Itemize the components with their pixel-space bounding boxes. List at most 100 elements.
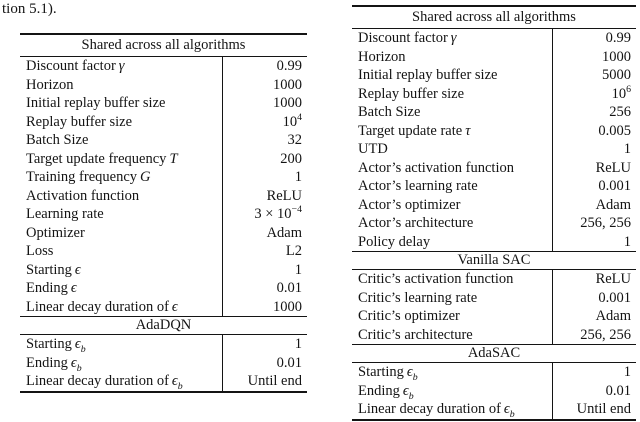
param-value-text: 256, 256 xyxy=(580,215,631,231)
param-value-text: Adam xyxy=(595,308,631,324)
param-value-text: 0.001 xyxy=(598,178,631,194)
param-label-text: Ending xyxy=(358,382,400,399)
param-value-text: 1 xyxy=(294,261,302,278)
param-label: Learning rate xyxy=(20,205,222,224)
param-value: Until end xyxy=(552,400,636,419)
param-label-text: Initial replay buffer size xyxy=(358,67,498,83)
param-value-text: 3 × 10 xyxy=(254,206,292,222)
param-value: Adam xyxy=(552,195,636,214)
param-label: Actor’s learning rate xyxy=(352,177,552,196)
param-value: Until end xyxy=(222,372,307,391)
param-value: 0.01 xyxy=(222,279,307,298)
param-label-text: Linear decay duration of xyxy=(26,298,169,315)
param-value-superscript: 6 xyxy=(626,84,631,95)
param-label: Critic’s optimizer xyxy=(352,307,552,326)
param-label-text: Batch Size xyxy=(26,132,89,148)
param-label-text: Batch Size xyxy=(358,104,421,120)
param-math-symbol: ϵ xyxy=(171,373,178,389)
param-math-symbol: ϵ xyxy=(74,336,81,352)
param-label: Activation function xyxy=(20,187,222,206)
param-value-text: 0.99 xyxy=(276,58,302,74)
section-header: AdaSAC xyxy=(352,344,636,363)
param-label-text: Policy delay xyxy=(358,233,431,250)
param-value-text: 1 xyxy=(294,169,302,185)
table-row: Actor’s learning rate 0.001 xyxy=(352,177,636,196)
param-label: Horizon xyxy=(352,48,552,67)
param-label-text: Activation function xyxy=(26,187,140,204)
param-math-symbol: T xyxy=(169,150,178,167)
param-math-subscript: b xyxy=(80,343,86,354)
param-label: Batch Size xyxy=(352,103,552,122)
param-value: 104 xyxy=(222,112,307,131)
param-value-text: 0.001 xyxy=(598,289,631,306)
param-label-text: Discount factor xyxy=(358,30,448,46)
param-math-symbol: ϵ xyxy=(70,280,77,296)
param-math-subscript: b xyxy=(408,390,414,400)
param-label-text: Learning rate xyxy=(26,206,104,222)
param-value-text: Adam xyxy=(595,196,631,213)
param-math-symbol: ϵ xyxy=(70,354,77,371)
param-math-symbol: γ xyxy=(118,58,125,74)
param-label-text: Critic’s architecture xyxy=(358,326,473,343)
section-header: AdaDQN xyxy=(20,316,307,335)
param-value: 32 xyxy=(222,131,307,150)
param-value-text: 0.01 xyxy=(276,280,302,296)
param-label-text: Starting xyxy=(358,364,404,380)
param-value: 0.01 xyxy=(222,353,307,372)
param-value-text: ReLU xyxy=(595,271,631,287)
param-label-text: Actor’s learning rate xyxy=(358,178,478,194)
param-label-text: Replay buffer size xyxy=(358,85,465,102)
param-math-symbol: γ xyxy=(450,30,457,46)
param-math-subscript: b xyxy=(412,371,418,382)
table-row: Replay buffer size 106 xyxy=(352,84,636,103)
param-value: 106 xyxy=(552,84,636,103)
param-math-symbol: ϵ xyxy=(171,298,178,315)
param-value: 1 xyxy=(552,363,636,382)
param-value-text: 1 xyxy=(623,364,631,380)
param-value-text: L2 xyxy=(285,243,302,259)
table-row: Batch Size 32 xyxy=(20,131,307,150)
param-label-text: Starting xyxy=(26,261,72,278)
param-label-text: Optimizer xyxy=(26,224,85,241)
param-value-text: 10 xyxy=(282,113,298,130)
param-label-text: Actor’s optimizer xyxy=(358,196,461,213)
section-header: Shared across all algorithms xyxy=(20,35,307,57)
param-label-text: Actor’s architecture xyxy=(358,215,474,231)
param-label-text: Critic’s optimizer xyxy=(358,308,460,324)
param-label: Optimizer xyxy=(20,224,222,243)
param-label-text: Discount factor xyxy=(26,58,116,74)
param-value-text: 0.99 xyxy=(605,30,631,46)
param-value-text: 0.01 xyxy=(276,354,302,371)
param-value-superscript: −4 xyxy=(291,205,302,216)
param-value: 256, 256 xyxy=(552,325,636,344)
param-value: ReLU xyxy=(552,270,636,289)
param-value: 1 xyxy=(222,335,307,354)
param-value-text: 1000 xyxy=(273,298,302,315)
param-value: 0.001 xyxy=(552,177,636,196)
param-value: Adam xyxy=(552,307,636,326)
param-value-text: 0.005 xyxy=(598,122,631,139)
param-label: Batch Size xyxy=(20,131,222,150)
param-value: 1 xyxy=(552,140,636,159)
param-label: Critic’s learning rate xyxy=(352,289,552,308)
